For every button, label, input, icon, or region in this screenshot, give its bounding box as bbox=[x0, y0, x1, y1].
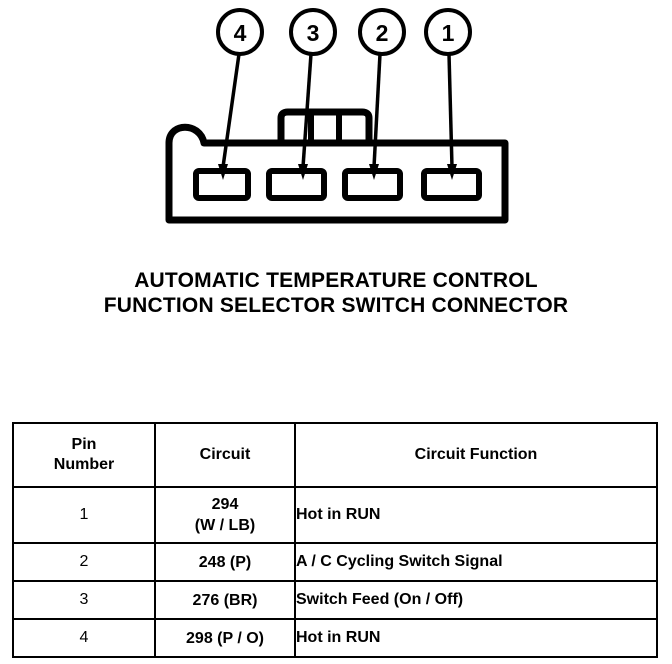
pin-table-body: 1 294 (W / LB) Hot in RUN 2 248 (P) A / … bbox=[12, 486, 658, 658]
cell-pin-number: 1 bbox=[12, 486, 156, 544]
cell-circuit-color-code: (W / LB) bbox=[194, 517, 256, 534]
callout-1[interactable]: 1 bbox=[424, 8, 472, 56]
pin-table-container: Pin Number Circuit Circuit Function 1 29… bbox=[12, 422, 658, 658]
leader-arrow-4 bbox=[218, 164, 228, 180]
column-header-pin-line1: Pin bbox=[71, 436, 97, 453]
cell-circuit-function: A / C Cycling Switch Signal bbox=[294, 542, 658, 582]
cell-circuit-function: Hot in RUN bbox=[294, 618, 658, 658]
callout-label-4: 4 bbox=[234, 20, 247, 46]
cell-circuit: 276 (BR) bbox=[154, 580, 296, 620]
column-header-circuit: Circuit bbox=[154, 422, 296, 488]
cell-circuit: 298 (P / O) bbox=[154, 618, 296, 658]
callout-group: 4 3 2 1 bbox=[216, 8, 472, 56]
table-row: 2 248 (P) A / C Cycling Switch Signal bbox=[12, 542, 658, 582]
leader-line-3 bbox=[301, 53, 313, 168]
table-row: 3 276 (BR) Switch Feed (On / Off) bbox=[12, 580, 658, 620]
table-row: 1 294 (W / LB) Hot in RUN bbox=[12, 486, 658, 544]
callout-label-3: 3 bbox=[307, 20, 320, 46]
cell-pin-number: 3 bbox=[12, 580, 156, 620]
leader-arrow-3 bbox=[298, 164, 308, 180]
cell-circuit-function: Switch Feed (On / Off) bbox=[294, 580, 658, 620]
callout-label-2: 2 bbox=[376, 20, 389, 46]
callout-circle-3 bbox=[289, 8, 337, 56]
connector-body-outline bbox=[165, 123, 509, 224]
callout-circle-1 bbox=[424, 8, 472, 56]
connector-housing bbox=[165, 108, 509, 224]
cell-circuit-number: 294 bbox=[211, 496, 239, 513]
cell-pin-number: 4 bbox=[12, 618, 156, 658]
connector-diagram-svg: 4 3 2 1 bbox=[165, 8, 509, 224]
leader-arrow-1 bbox=[447, 164, 457, 180]
table-row: 4 298 (P / O) Hot in RUN bbox=[12, 618, 658, 658]
cell-circuit: 294 (W / LB) bbox=[154, 486, 296, 544]
cell-circuit-function: Hot in RUN bbox=[294, 486, 658, 544]
connector-latch-outline bbox=[277, 108, 373, 147]
column-header-pin-number: Pin Number bbox=[12, 422, 156, 488]
column-header-circuit-function: Circuit Function bbox=[294, 422, 658, 488]
table-header-row: Pin Number Circuit Circuit Function bbox=[12, 422, 658, 488]
leader-line-1 bbox=[447, 53, 454, 168]
pin-cavity-3[interactable] bbox=[266, 168, 327, 201]
leader-line-2 bbox=[372, 53, 382, 168]
leader-line-4 bbox=[221, 53, 241, 168]
leader-arrow-2 bbox=[369, 164, 379, 180]
callout-label-1: 1 bbox=[442, 20, 455, 46]
diagram-title-line-1: AUTOMATIC TEMPERATURE CONTROL bbox=[134, 269, 538, 292]
column-header-pin-line2: Number bbox=[53, 456, 115, 473]
cell-pin-number: 2 bbox=[12, 542, 156, 582]
diagram-title-line-2: FUNCTION SELECTOR SWITCH CONNECTOR bbox=[103, 294, 569, 317]
callout-4[interactable]: 4 bbox=[216, 8, 264, 56]
pin-table: Pin Number Circuit Circuit Function 1 29… bbox=[12, 422, 658, 658]
connector-pinout-diagram: 4 3 2 1 bbox=[0, 0, 672, 250]
callout-3[interactable]: 3 bbox=[289, 8, 337, 56]
callout-circle-4 bbox=[216, 8, 264, 56]
leader-line-group bbox=[218, 53, 457, 180]
callout-circle-2 bbox=[358, 8, 406, 56]
callout-2[interactable]: 2 bbox=[358, 8, 406, 56]
diagram-title: AUTOMATIC TEMPERATURE CONTROL FUNCTION S… bbox=[0, 268, 672, 318]
cell-circuit: 248 (P) bbox=[154, 542, 296, 582]
pin-table-head: Pin Number Circuit Circuit Function bbox=[12, 422, 658, 488]
